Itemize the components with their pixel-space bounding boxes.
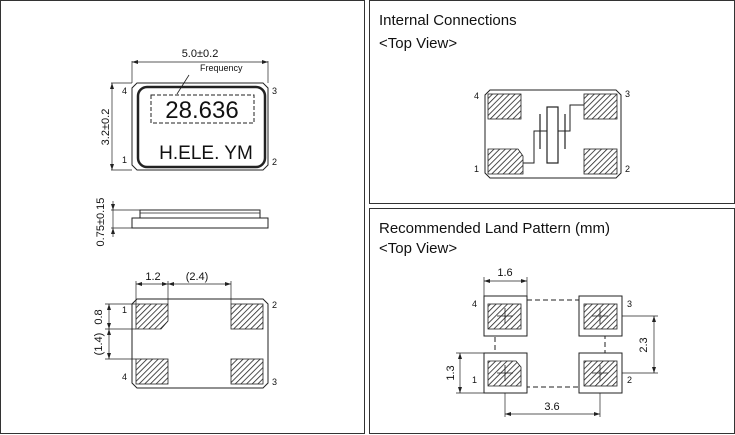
pin-label-4: 4 [122,86,127,96]
ic-crystal-body [546,106,559,164]
lp-land-3 [578,295,623,337]
frequency-label: Frequency [200,63,243,73]
bottom-view: 1.2 (2.4) 0.8 (1.4) 1 4 2 3 [93,271,277,389]
lp-land-1 [483,352,528,394]
bottom-pin-label-2: 2 [272,300,277,310]
ic-pad-4 [487,93,522,120]
lp-package-outline [494,299,606,388]
ic-wire-pin3 [558,104,584,132]
bottom-pin-label-1: 1 [122,305,127,315]
land-pattern-title: Recommended Land Pattern (mm) [379,220,610,237]
package-lid-side [139,209,261,219]
top-view: 28.636 H.ELE. YM Frequency 5.0±0.2 3.2±0… [100,48,277,171]
dim-pad-width: 1.2 [145,271,160,283]
marking-maker: H.ELE. YM [159,143,253,164]
ic-pin-label-3: 3 [625,89,630,99]
side-view: 0.75±0.15 [95,198,269,247]
land-pattern-panel: Recommended Land Pattern (mm) <Top View> [369,208,735,434]
left-panel: 28.636 H.ELE. YM Frequency 5.0±0.2 3.2±0… [0,0,365,434]
lp-pin-label-1: 1 [472,375,477,385]
lp-dim-pitch-y: 2.3 [638,337,650,352]
package-lid [136,85,267,169]
lp-pin-label-2: 2 [627,375,632,385]
frequency-marking-box [150,94,255,124]
land-pattern-drawing: 1.6 3.6 2.3 1.3 4 1 3 2 [445,267,658,417]
land-pattern-subtitle: <Top View> [379,240,458,257]
ic-pad-3 [583,93,618,120]
lp-pin-label-3: 3 [627,299,632,309]
package-base-side [131,217,269,229]
frequency-leader [176,74,190,95]
ic-pin-label-1: 1 [474,164,479,174]
internal-connections-panel: Internal Connections <Top View> 4 1 3 2 [369,0,735,204]
dim-pad-pitch: (2.4) [186,271,209,283]
ic-pad-2 [583,148,618,175]
ic-pin-label-4: 4 [474,91,479,101]
internal-connections-subtitle: <Top View> [379,35,458,52]
pin-label-3: 3 [272,86,277,96]
pad-3 [230,358,264,385]
bottom-pin-label-3: 3 [272,377,277,387]
thickness-dim: 0.75±0.15 [95,198,107,247]
pad-4 [135,358,169,385]
internal-connections-title: Internal Connections [379,12,517,29]
pad-2 [230,303,264,330]
lp-dim-pitch-x: 3.6 [544,401,559,413]
ic-pin-label-2: 2 [625,164,630,174]
pad-1 [135,303,169,330]
lp-pin-label-4: 4 [472,299,477,309]
bottom-pin-label-4: 4 [122,372,127,382]
lp-dim-pad-width: 1.6 [497,267,512,279]
width-dim: 5.0±0.2 [182,48,219,60]
ic-pad-1 [487,148,524,175]
dim-pad-height: 0.8 [93,309,105,324]
marking-frequency: 28.636 [165,97,238,124]
height-dim: 3.2±0.2 [100,109,112,146]
pin-label-1: 1 [122,155,127,165]
internal-connections-drawing: 4 1 3 2 [474,89,630,179]
lp-dim-pad-height: 1.3 [445,365,457,380]
lp-land-4 [483,295,528,337]
pin-label-2: 2 [272,157,277,167]
lp-land-2 [578,352,623,394]
left-panel-drawing: 28.636 H.ELE. YM Frequency 5.0±0.2 3.2±0… [93,48,277,389]
dim-pad-gap: (1.4) [93,333,105,356]
